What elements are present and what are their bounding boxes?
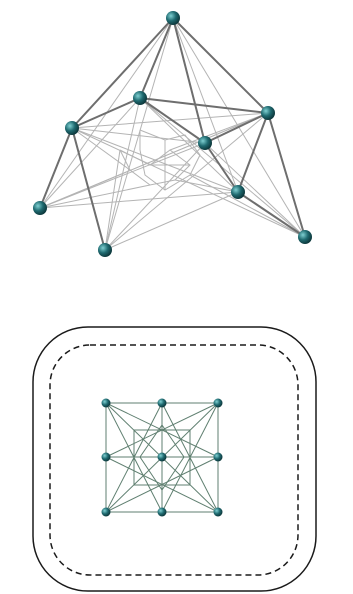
network-3d-inner-edges bbox=[40, 18, 305, 250]
network-3d-node bbox=[65, 121, 79, 135]
network-3d-node bbox=[33, 201, 47, 215]
network-3d-node bbox=[98, 243, 112, 257]
planar-node bbox=[102, 453, 111, 462]
network-3d-node bbox=[198, 136, 212, 150]
planar-node bbox=[158, 508, 167, 517]
planar-node bbox=[214, 453, 223, 462]
network-3d-node bbox=[261, 106, 275, 120]
planar-node bbox=[158, 399, 167, 408]
planar-node bbox=[102, 508, 111, 517]
network-3d-node bbox=[298, 230, 312, 244]
planar-node bbox=[158, 453, 167, 462]
outer-boundary bbox=[33, 327, 316, 591]
network-3d-node bbox=[231, 185, 245, 199]
planar-node bbox=[214, 399, 223, 408]
planar-node bbox=[214, 508, 223, 517]
network-3d-node bbox=[133, 91, 147, 105]
planar-node bbox=[102, 399, 111, 408]
network-3d-node bbox=[166, 11, 180, 25]
network-3d-diagram bbox=[33, 11, 312, 257]
inner-boundary bbox=[50, 345, 298, 575]
planar-network-diagram bbox=[33, 327, 316, 591]
